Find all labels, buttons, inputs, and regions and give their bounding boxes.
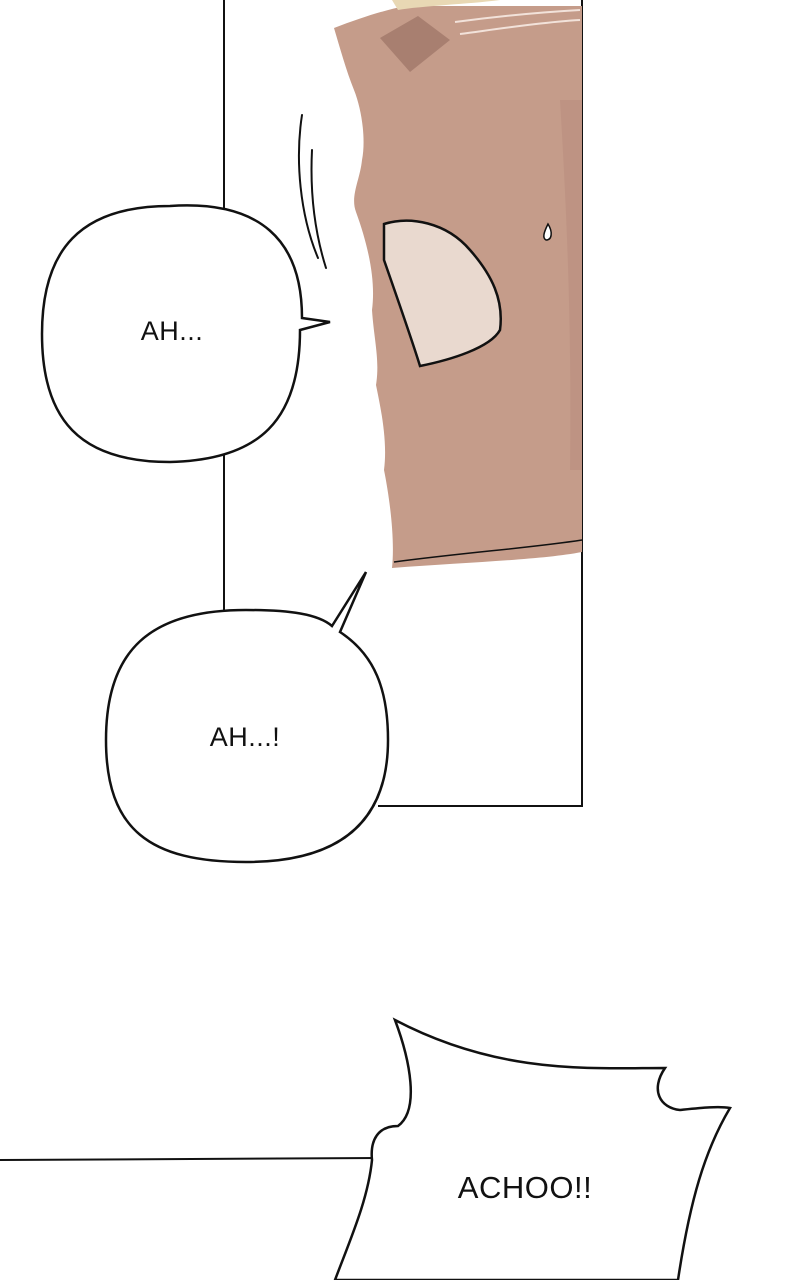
hair-top	[392, 0, 500, 10]
jaw-outline	[393, 539, 583, 563]
shout-bubble-text: ACHOO!!	[457, 1170, 593, 1205]
cheek-mark	[380, 16, 450, 72]
speech-bubble-2	[104, 571, 390, 864]
face-shading	[560, 100, 582, 470]
speech-bubble-2-text: AH...!	[209, 722, 281, 752]
shout-bubble	[333, 1017, 733, 1280]
character-face	[334, 0, 583, 568]
sweat-drop	[543, 222, 552, 241]
motion-lines	[297, 114, 327, 269]
panel-border-bottom	[0, 1157, 381, 1161]
speech-bubble-1-text: AH...	[140, 316, 204, 346]
face-highlight-lines	[454, 9, 581, 35]
eye	[382, 219, 502, 368]
speech-bubble-1	[40, 204, 331, 464]
